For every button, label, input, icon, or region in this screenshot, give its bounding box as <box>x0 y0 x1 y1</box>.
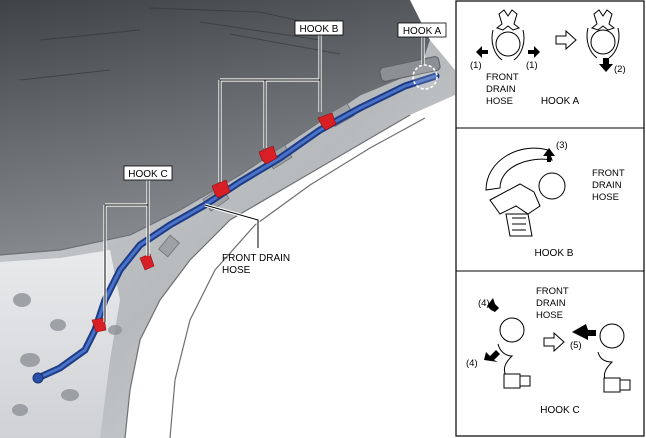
hollow-arrow-right-icon <box>555 29 577 51</box>
arrow-down-left-icon <box>484 350 500 362</box>
window-opening <box>170 100 455 438</box>
hose-label-line1: FRONT DRAIN <box>222 253 290 264</box>
hose-section-a2 <box>590 29 616 55</box>
arrow-up-left-icon <box>487 298 499 312</box>
hook-b-clip-2 <box>258 145 278 165</box>
arrow-up-icon <box>543 148 555 162</box>
step3: (3) <box>556 140 568 151</box>
b-hose-line2: DRAIN <box>592 180 622 191</box>
hollow-arrow-right-icon-c <box>543 331 565 353</box>
hook-c-clip-2 <box>91 317 107 333</box>
main-illustration: HOOK B HOOK A HOOK C FRONT DRAIN HOSE <box>0 0 455 438</box>
step5: (5) <box>570 340 582 351</box>
hose-section-c1 <box>499 317 525 343</box>
step4-top: (4) <box>478 298 490 309</box>
hook-a-detail: (1) (1) FRONT DRAIN HOSE (2) HOOK A <box>470 9 626 107</box>
side-rail <box>0 40 455 438</box>
hook-b-caption: HOOK B <box>535 248 574 259</box>
hook-b-label: HOOK B <box>300 24 339 35</box>
hook-a-caption: HOOK A <box>541 96 580 107</box>
step2: (2) <box>614 64 626 75</box>
c-hose-line1: FRONT <box>536 286 569 297</box>
hook-c-label: HOOK C <box>128 169 167 180</box>
a-hose-line1: FRONT <box>486 72 519 83</box>
b-hose-line3: HOSE <box>592 192 619 203</box>
hook-c-tag: HOOK C <box>123 165 173 181</box>
a-hose-line2: DRAIN <box>486 84 516 95</box>
step1-left: (1) <box>470 60 482 71</box>
hose-section-b <box>538 172 566 200</box>
roof-panel <box>0 0 430 255</box>
arrow-left-icon <box>476 46 488 58</box>
a-hose-line3: HOSE <box>486 96 513 107</box>
hook-b-detail: (3) FRONT DRAIN HOSE HOOK B <box>485 140 625 259</box>
hook-a-label: HOOK A <box>403 26 442 37</box>
hose-label-line2: HOSE <box>222 265 251 276</box>
hose-section-c2 <box>599 323 625 349</box>
arrow-down-icon <box>599 58 613 72</box>
b-hose-line1: FRONT <box>592 168 625 179</box>
c-hose-line2: DRAIN <box>536 298 566 309</box>
hook-c-detail: FRONT DRAIN HOSE (4) (4) (5) <box>466 286 631 416</box>
hose-end-cap <box>32 372 44 384</box>
hose-section-a1 <box>495 31 521 57</box>
step1-right: (1) <box>526 60 538 71</box>
hook-a-tag: HOOK A <box>397 22 447 38</box>
arrow-right-icon <box>528 46 540 58</box>
hook-a-marker <box>412 64 438 90</box>
hook-c-caption: HOOK C <box>540 405 579 416</box>
hook-clips <box>91 112 337 333</box>
hook-b-clip-3 <box>211 179 231 199</box>
hook-b-tag: HOOK B <box>294 20 344 36</box>
hook-b-clip-1 <box>317 112 337 131</box>
arrow-left-large-icon <box>572 324 596 340</box>
step4-bottom: (4) <box>466 358 478 369</box>
detail-panel: (1) (1) FRONT DRAIN HOSE (2) HOOK A <box>455 0 645 437</box>
hose-callout: FRONT DRAIN HOSE <box>222 253 290 276</box>
c-hose-line3: HOSE <box>536 310 563 321</box>
